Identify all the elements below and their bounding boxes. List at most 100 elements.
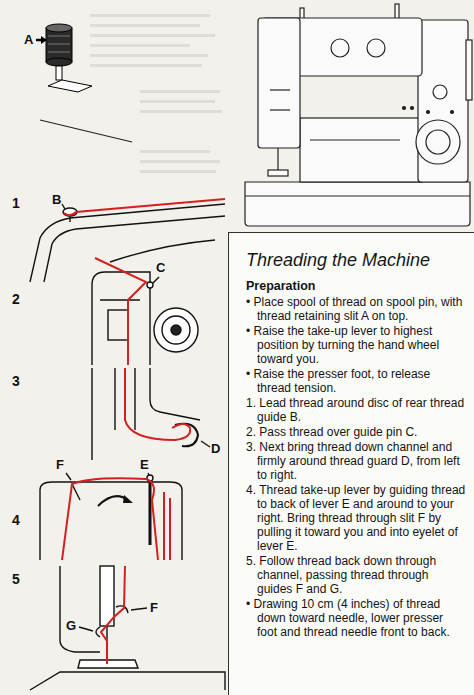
step-4-figure-part <box>148 473 149 475</box>
instruction-item: 3. Next bring thread down channel and fi… <box>246 440 466 482</box>
thread-spool-part <box>41 36 47 44</box>
step-4-figure-part <box>40 482 182 560</box>
step-4-figure-part <box>62 478 158 560</box>
step-4-figure-part <box>123 495 133 503</box>
step-number: 5 <box>12 572 20 587</box>
step-1-figure-part <box>62 204 65 209</box>
bleed-through-text-part <box>90 54 208 57</box>
step-2-figure-part <box>100 299 140 300</box>
bleed-through-text-part <box>140 170 216 173</box>
bleed-through-text-part <box>140 100 215 103</box>
bleed-through-text-part <box>90 24 200 27</box>
step-5-figure-part <box>100 566 114 626</box>
step-3-figure-part <box>91 368 92 460</box>
step-3-figure-part <box>125 368 190 440</box>
part-letter: A <box>24 32 33 47</box>
step-5-figure-part <box>60 566 100 652</box>
sewing-machine-part <box>277 148 278 172</box>
instruction-item: 1. Lead thread around disc of rear threa… <box>246 396 466 424</box>
part-letter: B <box>52 192 61 207</box>
step-2-figure-part <box>153 277 159 283</box>
step-4-figure-part <box>163 492 165 560</box>
step-3-figure <box>92 368 210 460</box>
thread-spool-part <box>48 52 70 53</box>
sewing-machine-part <box>300 118 422 182</box>
step-5-figure-part <box>131 608 147 610</box>
sewing-machine-part <box>433 85 447 99</box>
part-letter: D <box>211 441 220 456</box>
sewing-machine-part <box>245 195 470 196</box>
step-4-figure-part <box>169 498 171 560</box>
bleed-through-text-part <box>140 150 210 153</box>
thread-spool <box>36 24 132 142</box>
step-2-figure-part <box>95 258 146 365</box>
panel-title: Threading the Machine <box>246 249 466 271</box>
step-2-figure-part <box>154 308 198 352</box>
sewing-machine-part <box>451 111 454 114</box>
sewing-machine-part <box>310 139 400 140</box>
bleed-through-text-part <box>140 160 220 163</box>
sewing-machine-part <box>245 182 470 226</box>
instruction-item: • Place spool of thread on spool pin, wi… <box>246 295 466 323</box>
sewing-machine-part <box>367 39 385 57</box>
sewing-machine-part <box>466 40 472 100</box>
step-number: 3 <box>12 374 20 389</box>
instruction-item: • Drawing 10 cm (4 inches) of thread dow… <box>246 597 466 639</box>
step-2-figure-part <box>108 310 128 340</box>
bleed-through-text <box>90 14 222 173</box>
instruction-item: • Raise the presser foot, to release thr… <box>246 367 466 395</box>
bleed-through-text-part <box>90 14 210 17</box>
thread-spool-part <box>46 28 72 62</box>
part-letter: E <box>140 457 149 472</box>
step-number: 2 <box>12 292 20 307</box>
step-4-figure-part <box>149 480 152 545</box>
bleed-through-text-part <box>140 110 222 113</box>
instruction-panel: Threading the MachinePreparation• Place … <box>228 232 474 695</box>
thread-spool-part <box>48 80 92 92</box>
step-5-figure-part <box>96 627 100 637</box>
step-1-figure <box>30 199 225 282</box>
step-3-figure-part <box>134 368 135 430</box>
bleed-through-text-part <box>90 64 202 67</box>
step-1-figure-part <box>110 240 215 262</box>
step-5-figure-part <box>30 672 225 690</box>
sewing-machine-part <box>403 107 406 110</box>
part-letter: F <box>56 457 64 472</box>
sewing-machine-part <box>270 89 290 90</box>
thread-spool-part <box>48 36 70 37</box>
bleed-through-text-part <box>90 34 215 37</box>
step-2-figure <box>92 258 198 365</box>
step-5-figure <box>30 566 225 690</box>
sewing-machine-part <box>258 18 300 148</box>
instruction-item: 2. Pass thread over guide pin C. <box>246 425 466 439</box>
instruction-item: • Raise the take-up lever to highest pos… <box>246 324 466 366</box>
step-3-figure-part <box>114 368 115 430</box>
step-2-figure-part <box>147 282 153 288</box>
step-4-figure-part <box>66 473 71 480</box>
step-number: 4 <box>12 513 20 528</box>
step-5-figure-part <box>101 566 125 664</box>
step-3-figure-part <box>150 368 200 420</box>
sewing-machine-part <box>427 111 430 114</box>
sewing-machine-part <box>416 120 460 164</box>
step-3-figure-part <box>175 424 198 447</box>
instruction-item: 5. Follow thread back down through chann… <box>246 554 466 596</box>
part-letter: G <box>66 618 76 633</box>
part-letter: F <box>150 600 158 615</box>
step-1-figure-part <box>30 204 225 282</box>
thread-spool-part <box>56 66 62 80</box>
step-4-figure <box>40 473 182 560</box>
step-2-figure-part <box>162 316 190 344</box>
step-4-figure-part <box>72 484 80 500</box>
part-letter: C <box>156 260 165 275</box>
sewing-machine-part <box>331 39 349 57</box>
step-3-figure-part <box>201 441 210 447</box>
bleed-through-text-part <box>90 44 190 47</box>
sewing-machine-part <box>270 109 290 110</box>
sewing-machine-part <box>426 130 450 154</box>
step-5-figure-part <box>79 627 93 631</box>
section-heading: Preparation <box>246 279 466 294</box>
sewing-machine <box>245 4 472 226</box>
thread-spool-part <box>46 24 72 32</box>
step-1-figure-part <box>64 199 225 215</box>
